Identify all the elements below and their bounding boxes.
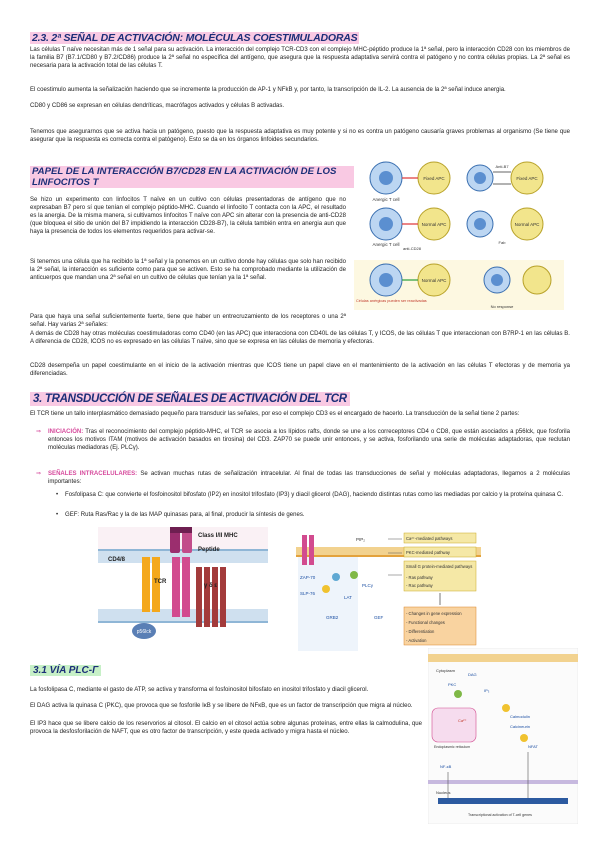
calcineurin-label: Calcineurin (510, 724, 530, 729)
s31-paragraph-1: La fosfolipasa C, mediante el gasto de A… (30, 687, 369, 693)
b7-cd28-experiment-figure: Anergic T cell Fixed APC Fixed APC Anti-… (352, 156, 570, 316)
anti-b7-label: Anti-B7 (495, 164, 509, 169)
s31-paragraph-2: El DAG activa la quinasa C (PKC), que pr… (30, 703, 413, 709)
ca-pathway-label: Ca²⁺-mediated pathways (406, 536, 452, 541)
slp76-label: SLP-76 (300, 591, 316, 596)
normal-apc-label-3: Normal APC (422, 278, 448, 283)
bullet-dot-icon: • (56, 512, 59, 518)
papel-b7-cd28-title: Papel de la interacción B7/CD28 en la ac… (30, 166, 354, 188)
functional-label: - Functional changes (406, 620, 445, 625)
cd48-label: CD4/8 (108, 557, 126, 563)
arrow-icon: ⇒ (36, 471, 42, 477)
section-3-title: 3. Transducción de señales de activación… (30, 392, 350, 406)
s3-paragraph-1: El TCR tiene un tallo interplasmático de… (30, 411, 520, 417)
differentiation-label: - Differentiation (406, 629, 435, 634)
s23-paragraph-4: Tenemos que asegurarnos que se activa ha… (30, 129, 570, 144)
section-2-3-title: 2.3. 2ª señal de activación: moléculas c… (30, 32, 360, 44)
s23-paragraph-3: CD80 y CD86 se expresan en células dendr… (30, 103, 285, 109)
papel-paragraph-3: Para que haya una señal suficientemente … (30, 314, 346, 329)
row-reactivation: Normal APC Células anérgicas pueden ser … (354, 260, 564, 310)
anergic-label-1: Anergic T cell (372, 197, 399, 202)
ip3-label: IP₃ (484, 688, 490, 693)
lat-label: LAT (344, 595, 352, 600)
ca-label: Ca²⁺ (458, 718, 467, 723)
peptide-label: Peptide (198, 547, 220, 553)
anti-cd28-label: anti-CD28 (403, 246, 422, 251)
cytoplasm-label: Cytoplasm (436, 668, 456, 673)
bullet-senales: ⇒ SEÑALES INTRACELULARES: Se activan muc… (36, 470, 570, 486)
dag-label: DAG (468, 672, 477, 677)
small-g-label: Small G protein-mediated pathways (406, 564, 472, 569)
s23-paragraph-2: El coestimulo aumenta la señalización ha… (30, 87, 506, 93)
papel-paragraph-1: Se hizo un experimento con linfocitos T … (30, 197, 346, 236)
nfat-label: NFAT (528, 744, 538, 749)
bullet-dot-icon: • (56, 492, 59, 498)
plcg-label: PLCγ (362, 583, 374, 588)
changes-label: - Changes in gene expression (406, 611, 462, 616)
tcr-complex-figure: p56lck CD4/8 Class I/II MHC Peptide TCR … (98, 527, 268, 652)
pkc-label: PKC (448, 682, 456, 687)
calmodulin-label: Calmodulin (510, 714, 530, 719)
rac-pathway-label: - Rac pathway (406, 583, 434, 588)
grb2-label: GRB2 (326, 615, 339, 620)
row-anergy-fixed-apc: Anergic T cell Fixed APC Fixed APC Anti-… (369, 161, 544, 202)
papel-paragraph-2: Si tenemos una célula que ha recibido la… (30, 259, 346, 282)
er-label: Endoplasmic reticulum (434, 745, 470, 749)
tcr-label: TCR (154, 579, 167, 585)
zap70-label: ZAP-70 (300, 575, 316, 580)
s31-paragraph-3: El IP3 hace que se libere calcio de los … (30, 721, 422, 736)
section-3-1-title: 3.1 Vía PLC-γ (30, 665, 102, 676)
nucleus-label: Nucleus (436, 790, 450, 795)
bullet-senales-label: SEÑALES INTRACELULARES: (48, 471, 138, 477)
bullet-iniciacion-label: INICIACIÓN: (48, 429, 84, 435)
transcr-label: Transcriptional activation of T-cell gen… (468, 813, 532, 817)
mhc-label: Class I/II MHC (198, 533, 238, 539)
pip2-label: PIP₂ (356, 537, 365, 542)
fab-label: Fab (499, 240, 507, 245)
row-anti-cd28: Anergic T cell Normal APC Normal APC Fab… (369, 207, 544, 251)
anergic-label-2: Anergic T cell (372, 242, 399, 247)
p56lck-label: p56lck (137, 629, 152, 635)
plc-gamma-pathway-figure: Endoplasmic reticulum Cytoplasm PKC DAG … (428, 648, 578, 824)
pkc-pathway-label: PKC-mediated pathway (406, 550, 451, 555)
nfkb-label: NF-κB (440, 764, 452, 769)
bullet-iniciacion: ⇒ INICIACIÓN: Tras el reconocimiento del… (36, 428, 570, 452)
sub-bullet-fosfolipasa: • Fosfolipasa C: que convierte el fosfoi… (56, 492, 564, 498)
normal-apc-label-2: Normal APC (515, 222, 541, 227)
signaling-pathways-figure: ZAP-70 SLP-76 LAT GRB2 GEF PLCγ PIP₂ Ca²… (296, 527, 481, 652)
bullet-iniciacion-text: Tras el reconocimiento del complejo pépt… (48, 429, 570, 452)
no-response-label: No response (491, 304, 514, 309)
papel-paragraph-4: A demás de CD28 hay otras moléculas coes… (30, 331, 570, 346)
gef-label: GEF (374, 615, 384, 620)
activation-label: - Activation (406, 638, 427, 643)
gde-label: γ δ ε (204, 583, 217, 589)
arrow-icon: ⇒ (36, 429, 42, 435)
ras-pathway-label: - Ras pathway (406, 575, 434, 580)
sub-bullet-gef: • GEF: Ruta Ras/Rac y la de las MAP quin… (56, 512, 305, 518)
papel-paragraph-5: CD28 desempeña un papel coestimulante en… (30, 363, 570, 378)
cells-note-label: Células anérgicas pueden ser reactivadas (356, 299, 427, 303)
normal-apc-label-1: Normal APC (422, 222, 448, 227)
fixed-apc-label-2: Fixed APC (516, 176, 538, 181)
bullet-senales-text: Se activan muchas rutas de señalización … (48, 471, 571, 486)
s23-paragraph-1: Las células T naïve necesitan más de 1 s… (30, 47, 570, 70)
fixed-apc-label-1: Fixed APC (423, 176, 445, 181)
